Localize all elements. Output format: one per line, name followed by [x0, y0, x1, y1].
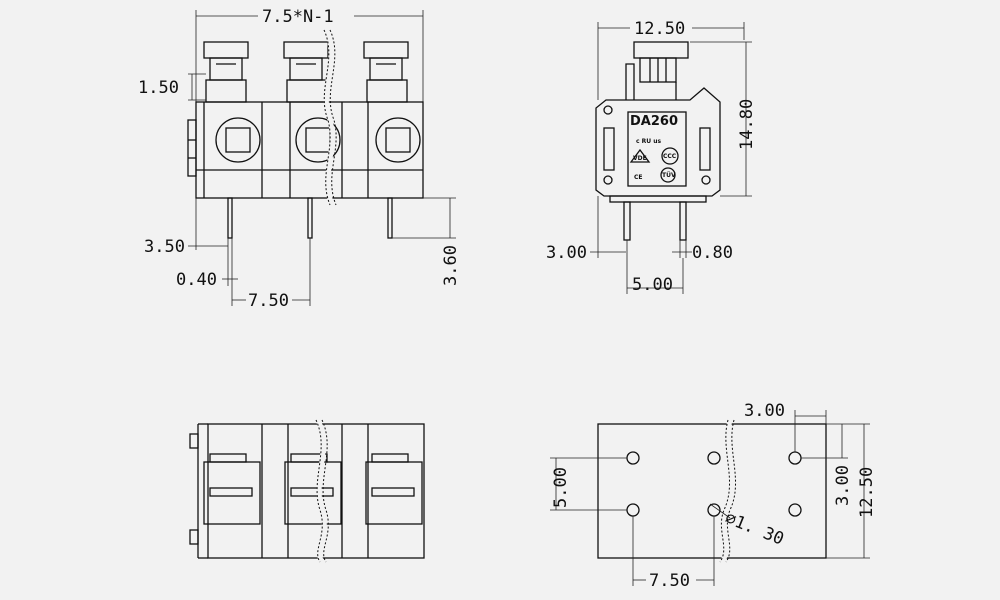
dim-side-pin-spacing: 5.00 — [632, 275, 673, 295]
top-view — [189, 418, 425, 564]
marking-model: DA260 — [630, 114, 678, 129]
dim-pin-length: 3.60 — [441, 245, 461, 286]
side-view: 12.50 DA260 c RU us VDE CCC CE TÜV — [546, 19, 757, 295]
dim-hole-diameter: ∅1. 30 — [722, 508, 786, 550]
dim-pin-width: 0.40 — [176, 270, 217, 290]
dim-pcb-right-spacing: 3.00 — [744, 401, 785, 421]
pcb-layout-view: 3.00 3.00 12.50 5.00 ∅1. 30 7.50 — [550, 401, 877, 591]
dim-pcb-top: 3.00 — [833, 465, 853, 506]
dim-side-height: 14.80 — [737, 99, 757, 150]
dim-pcb-pitch: 7.50 — [649, 571, 690, 591]
marking-vde: VDE — [633, 155, 647, 162]
dim-pcb-row-spacing: 5.00 — [551, 467, 571, 508]
dim-pin-offset: 3.50 — [144, 237, 185, 257]
front-view: 7.5*N-1 1.50 — [138, 7, 461, 311]
dim-side-pin-offset: 3.00 — [546, 243, 587, 263]
ccc-mark-icon — [661, 147, 679, 165]
tuv-mark-icon — [660, 167, 676, 183]
vde-mark-icon — [629, 148, 651, 163]
dim-side-pin-width: 0.80 — [692, 243, 733, 263]
dim-side-width: 12.50 — [634, 19, 685, 39]
dim-pitch-formula: 7.5*N-1 — [262, 7, 334, 27]
dim-cap-height: 1.50 — [138, 78, 179, 98]
marking-tuv: TÜV — [662, 172, 676, 179]
marking-ce: CE — [634, 174, 643, 181]
marking-ccc: CCC — [663, 153, 677, 160]
marking-ul: c RU us — [636, 138, 661, 145]
dim-pcb-depth: 12.50 — [857, 467, 877, 518]
dim-pitch: 7.50 — [248, 291, 289, 311]
